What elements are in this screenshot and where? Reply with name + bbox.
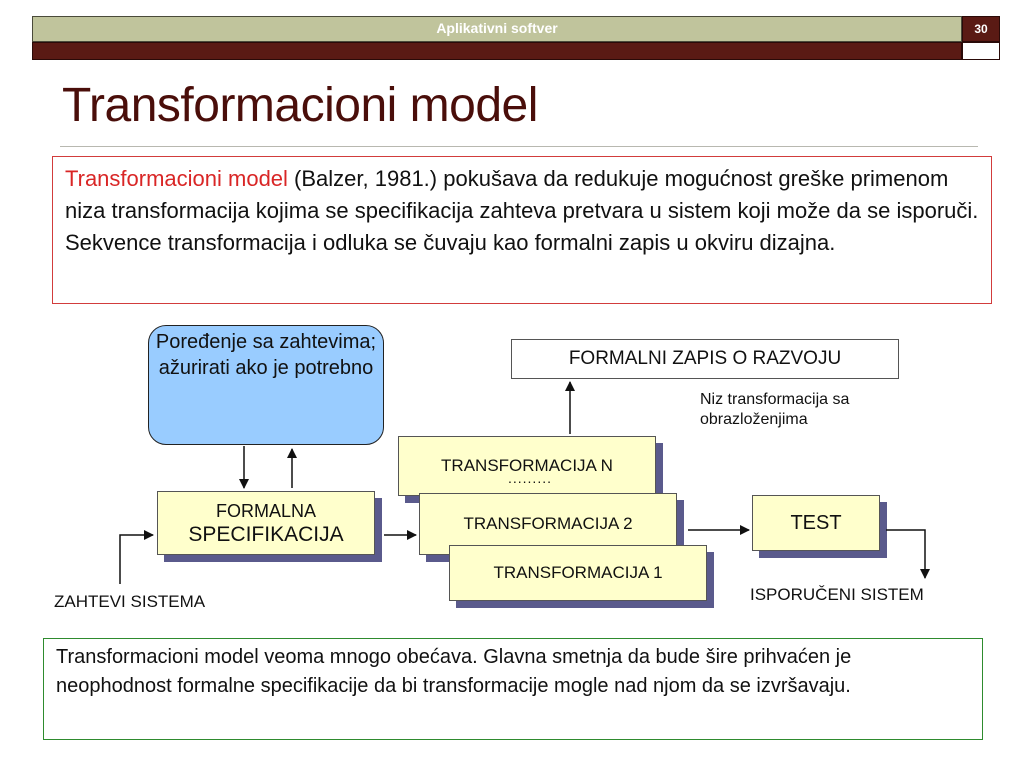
compare-requirements-box: Poređenje sa zahtevima; ažurirati ako je…	[148, 325, 384, 445]
header-title: Aplikativni softver	[436, 20, 558, 36]
transform-n-box: TRANSFORMACIJA N	[398, 436, 656, 496]
transform-1-box: TRANSFORMACIJA 1	[449, 545, 707, 601]
ellipsis-dots: .........	[507, 470, 552, 486]
title-divider	[60, 146, 978, 147]
outro-text-box: Transformacioni model veoma mnogo obećav…	[43, 638, 983, 740]
formal-spec-line1: FORMALNA	[215, 501, 316, 521]
intro-highlight: Transformacioni model	[65, 166, 288, 191]
transform-note-label: Niz transformacija sa obrazloženjima	[700, 391, 850, 428]
slide-number: 30	[962, 16, 1000, 42]
formal-spec-box: FORMALNA SPECIFIKACIJA	[157, 491, 375, 555]
header-stripe-corner	[962, 42, 1000, 60]
page-title: Transformacioni model	[62, 79, 538, 132]
header-bar: Aplikativni softver	[32, 16, 962, 42]
output-label: ISPORUČENI SISTEM	[750, 585, 924, 604]
intro-text-box: Transformacioni model (Balzer, 1981.) po…	[52, 156, 992, 304]
input-label: ZAHTEVI SISTEMA	[54, 592, 206, 611]
test-box: TEST	[752, 495, 880, 551]
header-stripe	[32, 42, 962, 60]
intro-text: (Balzer, 1981.) pokušava da redukuje mog…	[65, 166, 979, 255]
formal-spec-line2: SPECIFIKACIJA	[188, 523, 344, 546]
formal-record-box: FORMALNI ZAPIS O RAZVOJU	[511, 339, 899, 379]
